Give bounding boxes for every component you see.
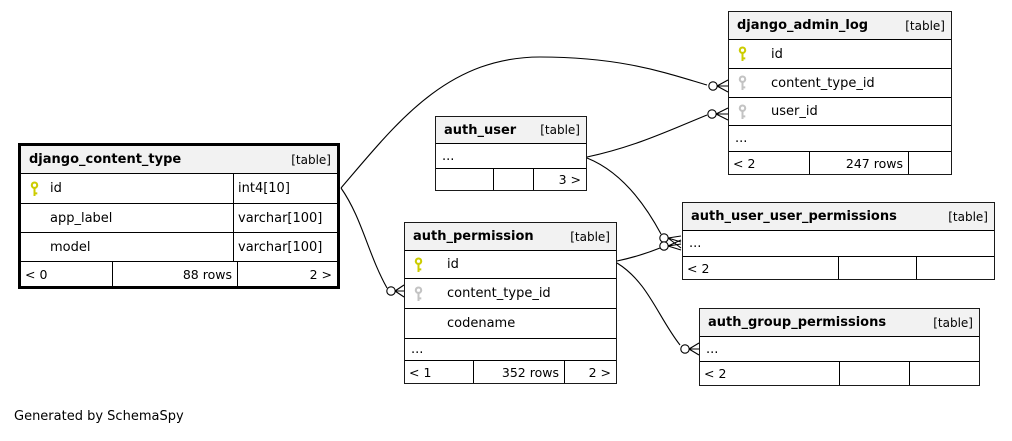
column-row-model: model varchar[100] — [21, 232, 337, 261]
column-row-id: id — [729, 39, 951, 68]
table-type-tag: [table] — [948, 209, 988, 224]
footer-children-count — [436, 169, 493, 190]
generated-by-note: Generated by SchemaSpy — [14, 409, 184, 424]
elided-columns-row: ... — [700, 336, 979, 361]
ellipsis: ... — [411, 342, 424, 357]
footer-parents-count — [908, 152, 951, 174]
table-footer: 3 > — [436, 168, 586, 190]
column-type: varchar[100] — [233, 204, 337, 232]
column-row-content-type-id: content_type_id — [729, 68, 951, 97]
footer-children-count: < 2 — [704, 366, 727, 381]
table-header[interactable]: auth_user [table] — [436, 117, 586, 143]
column-name: user_id — [771, 104, 818, 119]
table-django-admin-log[interactable]: django_admin_log [table] id content_type… — [728, 11, 952, 175]
table-name: django_admin_log — [737, 18, 869, 33]
column-type: int4[10] — [233, 174, 337, 203]
foreign-key-icon — [737, 103, 748, 120]
elided-columns-row: ... — [683, 230, 994, 256]
foreign-key-icon — [737, 75, 748, 91]
column-name: id — [771, 46, 783, 62]
column-name: id — [447, 257, 459, 272]
edge-permission-userpermissions — [616, 239, 682, 262]
footer-row-count: 247 rows — [809, 152, 908, 174]
footer-row-count — [839, 362, 909, 385]
ellipsis: ... — [689, 236, 702, 251]
edge-user-adminlog — [586, 107, 729, 158]
column-row-content-type-id: content_type_id — [405, 278, 616, 308]
elided-columns-row: ... — [729, 125, 951, 151]
footer-parents-count — [916, 257, 994, 279]
edge-contenttype-adminlog — [340, 56, 729, 189]
primary-key-icon — [737, 46, 748, 62]
table-auth-permission[interactable]: auth_permission [table] id content_type_… — [404, 222, 617, 384]
table-type-tag: [table] — [540, 123, 580, 137]
column-name: app_label — [50, 210, 113, 226]
table-footer: < 2 247 rows — [729, 151, 951, 174]
table-footer: < 2 — [700, 361, 979, 385]
table-name: auth_user_user_permissions — [691, 209, 897, 224]
column-type: varchar[100] — [233, 233, 337, 261]
footer-parents-count: 3 > — [533, 169, 586, 190]
table-footer: < 2 — [683, 256, 994, 279]
table-header[interactable]: auth_permission [table] — [405, 223, 616, 250]
column-name: codename — [447, 316, 516, 331]
column-row-app-label: app_label varchar[100] — [21, 203, 337, 232]
table-name: django_content_type — [29, 152, 182, 167]
elided-columns-row: ... — [405, 338, 616, 360]
table-auth-user-user-permissions[interactable]: auth_user_user_permissions [table] ... <… — [682, 202, 995, 280]
table-type-tag: [table] — [291, 152, 331, 167]
primary-key-icon — [29, 180, 40, 197]
table-type-tag: [table] — [933, 315, 973, 330]
ellipsis: ... — [735, 131, 748, 146]
ellipsis: ... — [706, 341, 719, 357]
footer-parents-count — [909, 362, 979, 385]
footer-children-count: < 0 — [25, 266, 48, 282]
elided-columns-row: ... — [436, 143, 586, 168]
column-name: content_type_id — [447, 286, 551, 301]
edge-permission-grouppermissions — [616, 262, 700, 356]
table-auth-group-permissions[interactable]: auth_group_permissions [table] ... < 2 — [699, 308, 980, 386]
table-footer: < 0 88 rows 2 > — [21, 261, 337, 286]
footer-children-count: < 1 — [409, 364, 432, 380]
footer-row-count: 88 rows — [112, 262, 237, 286]
table-footer: < 1 352 rows 2 > — [405, 360, 616, 383]
column-name: id — [50, 181, 62, 196]
column-row-codename: codename — [405, 308, 616, 338]
table-auth-user[interactable]: auth_user [table] ... 3 > — [435, 116, 587, 191]
edge-contenttype-permission — [340, 187, 405, 298]
foreign-key-icon — [413, 285, 424, 302]
footer-row-count: 352 rows — [473, 361, 564, 383]
table-header[interactable]: auth_group_permissions [table] — [700, 309, 979, 336]
table-type-tag: [table] — [570, 229, 610, 244]
table-type-tag: [table] — [905, 18, 945, 33]
footer-children-count: < 2 — [687, 260, 710, 276]
footer-parents-count: 2 > — [237, 262, 337, 286]
table-django-content-type[interactable]: django_content_type [table] id int4[10] … — [18, 143, 340, 289]
table-header[interactable]: django_admin_log [table] — [729, 12, 951, 39]
table-name: auth_group_permissions — [708, 315, 887, 330]
table-name: auth_user — [444, 122, 517, 138]
column-row-id: id — [405, 250, 616, 278]
table-header[interactable]: auth_user_user_permissions [table] — [683, 203, 994, 230]
column-name: content_type_id — [771, 75, 875, 91]
footer-row-count — [493, 169, 533, 190]
column-row-id: id int4[10] — [21, 173, 337, 203]
column-row-user-id: user_id — [729, 97, 951, 125]
table-header[interactable]: django_content_type [table] — [21, 146, 337, 173]
footer-row-count — [838, 257, 916, 279]
footer-parents-count: 2 > — [564, 361, 616, 383]
primary-key-icon — [413, 256, 424, 273]
ellipsis: ... — [442, 148, 455, 164]
footer-children-count: < 2 — [733, 155, 756, 171]
column-name: model — [50, 239, 91, 255]
table-name: auth_permission — [413, 229, 534, 244]
